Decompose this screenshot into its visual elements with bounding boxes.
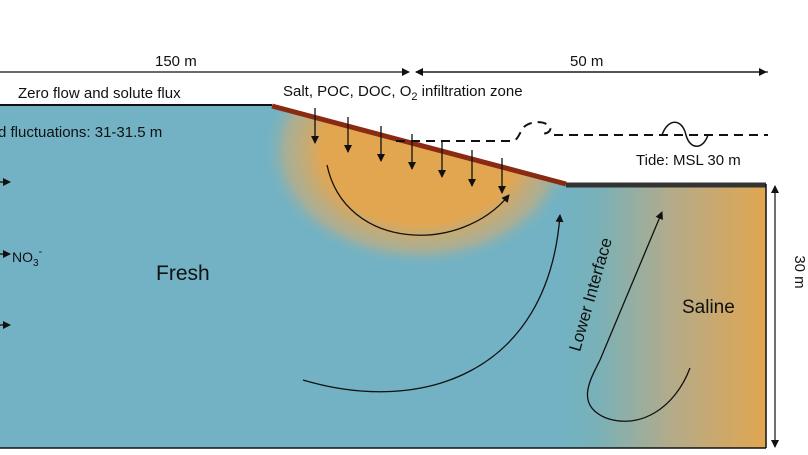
left-inflow-arrows	[0, 178, 11, 329]
dimension-label-150m: 150 m	[155, 53, 197, 70]
infiltration-label-prefix: Salt, POC, DOC, O	[283, 83, 411, 100]
aquifer-body	[0, 105, 766, 448]
saline-water-region	[540, 180, 766, 448]
fresh-label: Fresh	[156, 262, 210, 285]
fluctuations-label: d fluctuations: 31-31.5 m	[0, 124, 162, 141]
tide-label: Tide: MSL 30 m	[636, 152, 741, 169]
nitrate-label-base: NO	[12, 249, 33, 265]
infiltration-zone	[262, 105, 578, 268]
beach-surface	[271, 103, 567, 187]
infiltration-arrows	[311, 108, 506, 194]
tide-wave-icon	[661, 121, 709, 147]
saline-circulation-arrow	[586, 211, 691, 422]
tide-level-line	[396, 121, 768, 142]
nitrate-label-superscript: -	[39, 246, 43, 258]
saline-label: Saline	[682, 297, 735, 318]
dimension-label-50m: 50 m	[570, 53, 603, 70]
nitrate-label-subscript: 3	[33, 258, 39, 269]
infiltration-circulation-arrow	[326, 164, 510, 236]
dimension-label-30m: 30 m	[791, 255, 808, 288]
nitrate-label: NO3-	[12, 246, 43, 269]
infiltration-zone-label: Salt, POC, DOC, O2 infiltration zone	[283, 83, 523, 103]
infiltration-label-suffix: infiltration zone	[417, 83, 522, 100]
dimension-arrows	[0, 68, 779, 448]
infiltration-label-subscript: 2	[411, 91, 417, 103]
zero-flow-label: Zero flow and solute flux	[18, 85, 181, 102]
fresh-discharge-arrow	[302, 214, 564, 393]
